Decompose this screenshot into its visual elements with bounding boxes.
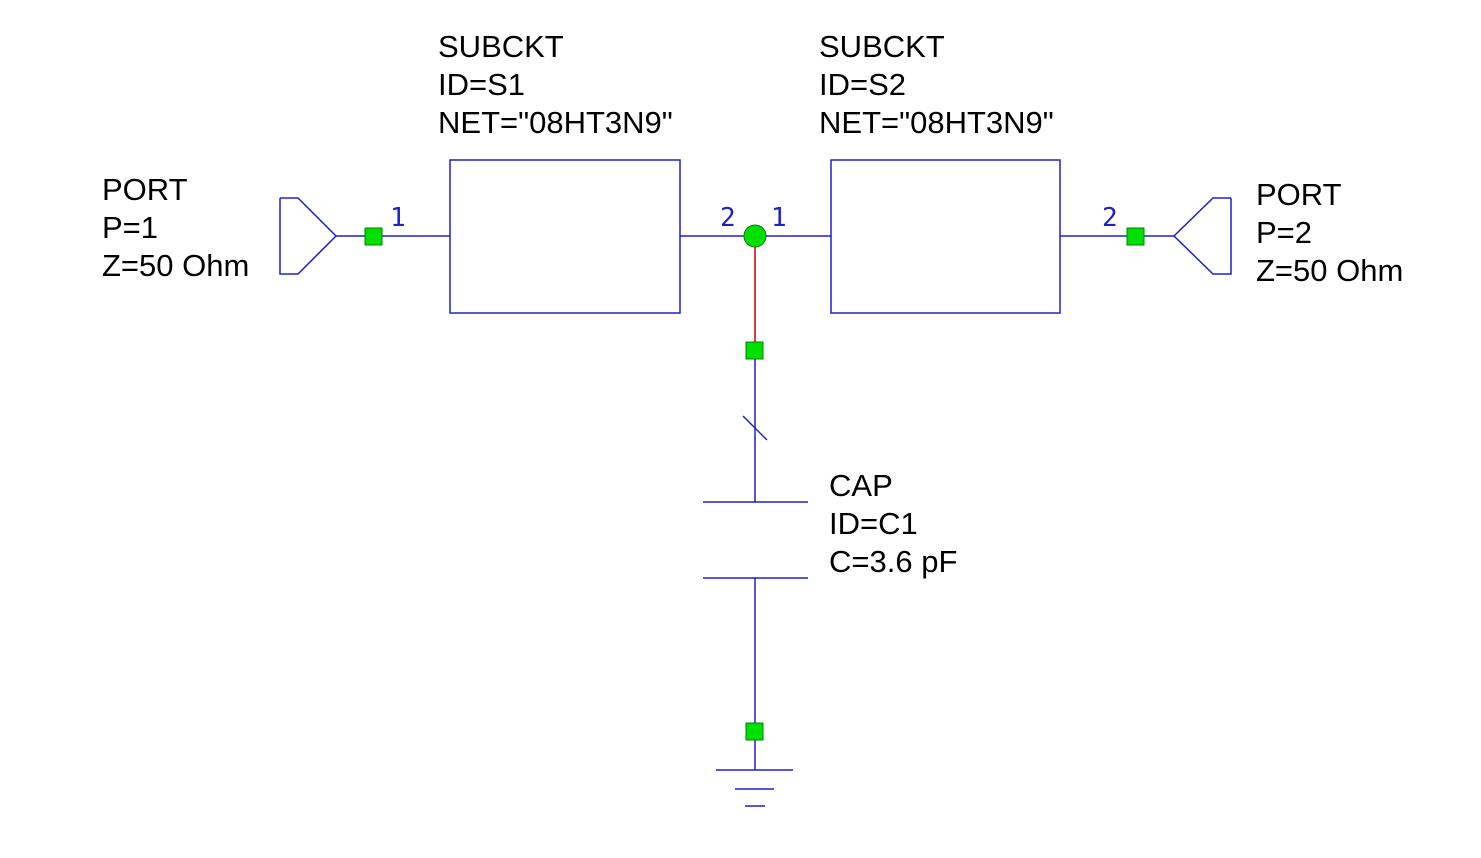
cap-id-label: ID=C1 <box>829 506 918 541</box>
s1-body[interactable] <box>449 159 681 314</box>
port1-symbol <box>279 197 338 275</box>
subckt-s1[interactable]: SUBCKT ID=S1 NET="08HT3N9" 2 <box>438 29 755 314</box>
s1-pin1-label: 1 <box>390 203 406 233</box>
s2-type-label: SUBCKT <box>819 29 945 64</box>
subckt-s2[interactable]: SUBCKT ID=S2 NET="08HT3N9" 1 2 <box>766 29 1174 314</box>
port-1[interactable]: PORT P=1 Z=50 Ohm 1 <box>102 172 450 283</box>
cap-bottom-node[interactable] <box>745 722 764 741</box>
port2-z-label: Z=50 Ohm <box>1256 253 1403 288</box>
ground-symbol[interactable] <box>716 769 793 807</box>
port1-z-label: Z=50 Ohm <box>102 248 249 283</box>
s1-type-label: SUBCKT <box>438 29 564 64</box>
s1-pin2-label: 2 <box>720 203 736 233</box>
s2-net-label: NET="08HT3N9" <box>819 105 1054 140</box>
cap-tick-mark <box>742 415 768 441</box>
cap-value-label: C=3.6 pF <box>829 544 957 579</box>
s1-net-label: NET="08HT3N9" <box>438 105 673 140</box>
junction-node[interactable] <box>743 224 767 248</box>
port2-type-label: PORT <box>1256 177 1342 212</box>
port2-symbol <box>1172 197 1232 275</box>
port1-node[interactable] <box>364 227 383 246</box>
port-2[interactable]: PORT P=2 Z=50 Ohm <box>1172 177 1403 288</box>
capacitor-c1[interactable]: CAP ID=C1 C=3.6 pF <box>703 341 957 770</box>
s2-body[interactable] <box>830 159 1061 314</box>
cap-top-node[interactable] <box>745 341 764 360</box>
port2-p-label: P=2 <box>1256 215 1312 250</box>
port1-type-label: PORT <box>102 172 188 207</box>
port1-p-label: P=1 <box>102 210 158 245</box>
s2-pin2-label: 2 <box>1102 203 1118 233</box>
s1-id-label: ID=S1 <box>438 67 525 102</box>
s2-pin1-label: 1 <box>771 203 787 233</box>
port2-node[interactable] <box>1126 227 1145 246</box>
cap-type-label: CAP <box>829 468 893 503</box>
s2-id-label: ID=S2 <box>819 67 906 102</box>
